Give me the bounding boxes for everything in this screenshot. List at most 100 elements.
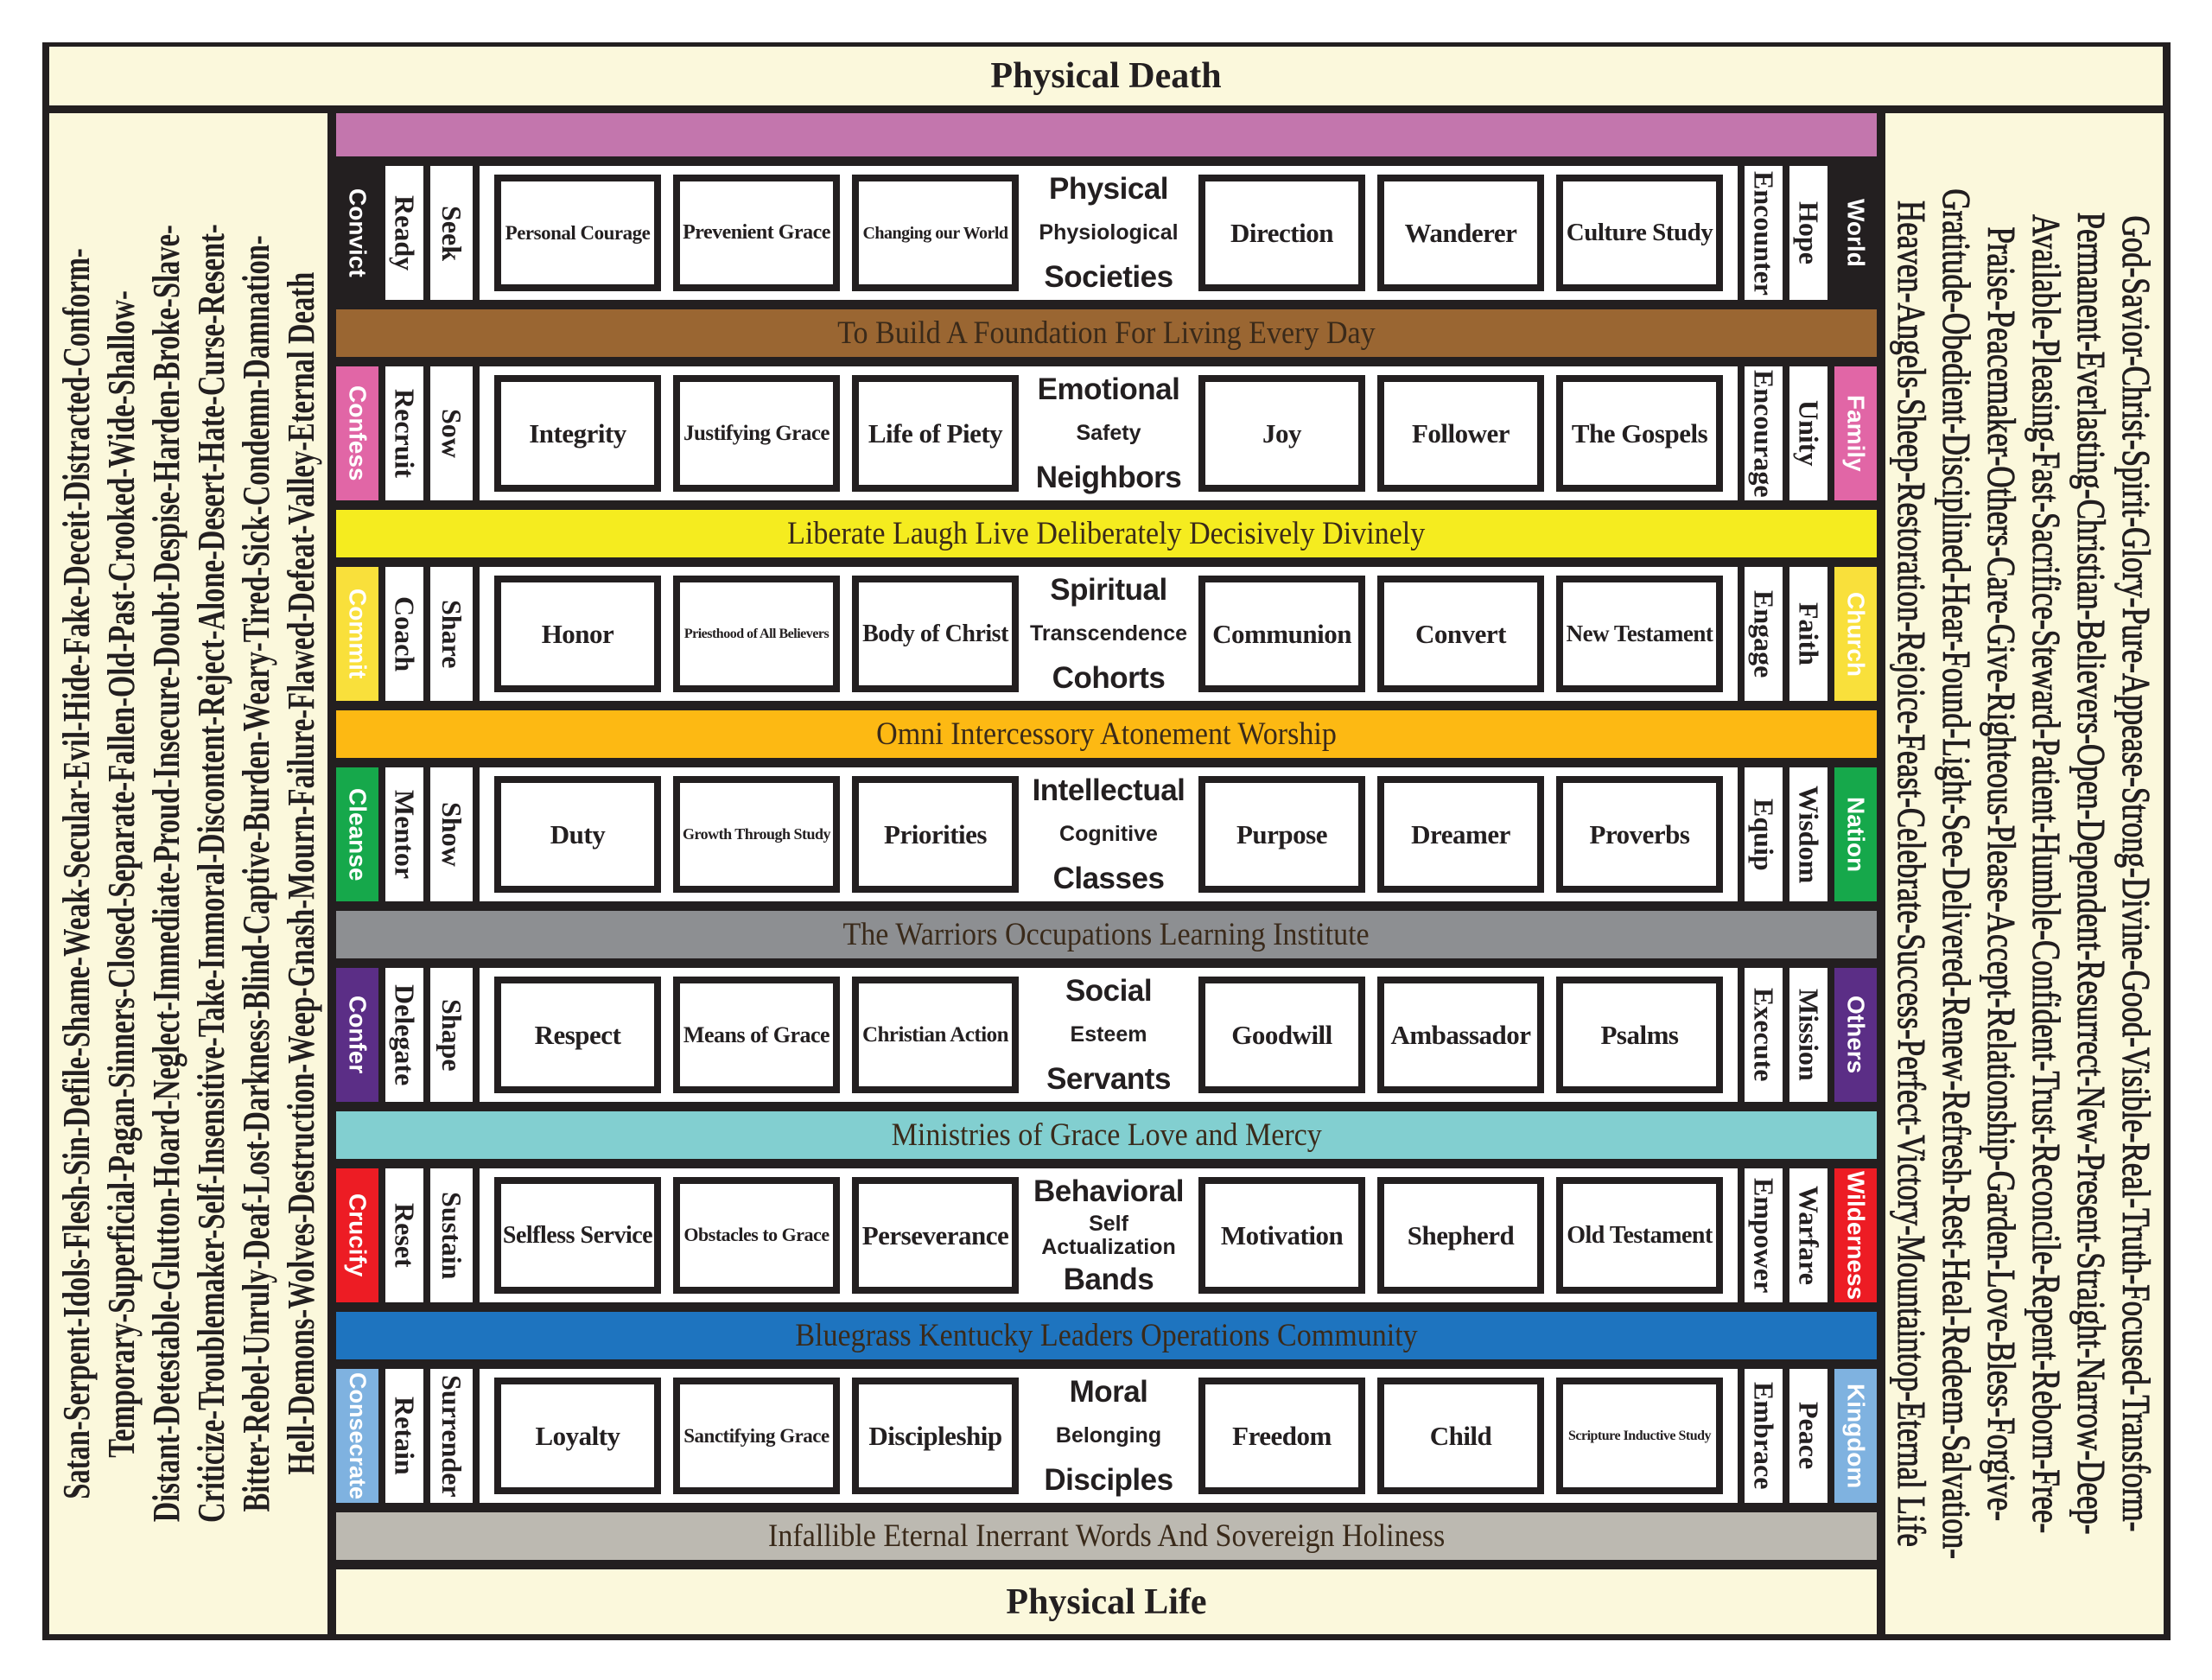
death-word-line: Satan-Serpent-Idols-Flesh-Sin-Defile-Sha… bbox=[54, 248, 98, 1499]
death-word-line: Temporary-Superficial-Pagan-Sinners-Clos… bbox=[99, 290, 143, 1458]
right-color-label: Others bbox=[1834, 968, 1877, 1102]
topic-box: Christian Action bbox=[852, 977, 1019, 1093]
left-color-label: Cleanse bbox=[336, 767, 378, 901]
category-top: Intellectual bbox=[1032, 773, 1185, 807]
life-word-line: Gratitude-Obedient-Disciplined-Hear-Foun… bbox=[1935, 188, 1980, 1559]
right-label-2: Warfare bbox=[1789, 1168, 1827, 1302]
motto-band: Infallible Eternal Inerrant Words And So… bbox=[336, 1512, 1877, 1560]
category-top: Spiritual bbox=[1050, 572, 1167, 607]
left-label-1: Coach bbox=[385, 567, 423, 701]
left-color-label: Confer bbox=[336, 968, 378, 1102]
right-label-2: Wisdom bbox=[1789, 767, 1827, 901]
category-bottom: Cohorts bbox=[1052, 660, 1166, 695]
motto-band: Liberate Laugh Live Deliberately Decisiv… bbox=[336, 510, 1877, 557]
death-word-line: Distant-Detestable-Glutton-Hoard-Neglect… bbox=[144, 225, 188, 1523]
row-category: Social Esteem Servants bbox=[1031, 970, 1186, 1100]
right-label-1: Execute bbox=[1745, 968, 1783, 1102]
topic-box: Personal Courage bbox=[494, 175, 661, 291]
left-label-1: Ready bbox=[385, 166, 423, 300]
row-category: Behavioral Self Actualization Bands bbox=[1031, 1171, 1186, 1301]
right-color-label: Wilderness bbox=[1834, 1168, 1877, 1302]
right-color-label: World bbox=[1834, 166, 1877, 300]
topic-box: Direction bbox=[1198, 175, 1365, 291]
motto-band: Bluegrass Kentucky Leaders Operations Co… bbox=[336, 1312, 1877, 1359]
topic-box: Joy bbox=[1198, 375, 1365, 492]
topic-box: Changing our World bbox=[852, 175, 1019, 291]
category-mid: Cognitive bbox=[1059, 822, 1158, 847]
left-label-1: Mentor bbox=[385, 767, 423, 901]
category-top: Social bbox=[1065, 973, 1153, 1008]
topic-box: Obstacles to Grace bbox=[673, 1177, 840, 1294]
topic-box: Priesthood of All Believers bbox=[673, 576, 840, 692]
life-word-line: God-Savior-Christ-Spirit-Glory-Pure-Appe… bbox=[2114, 215, 2159, 1532]
category-bottom: Disciples bbox=[1044, 1462, 1173, 1497]
topic-box: Purpose bbox=[1198, 776, 1365, 893]
topic-box: Communion bbox=[1198, 576, 1365, 692]
topic-box: The Gospels bbox=[1556, 375, 1723, 492]
physical-death-header: Physical Death bbox=[49, 47, 2163, 105]
row-category: Spiritual Transcendence Cohorts bbox=[1030, 570, 1187, 699]
category-top: Behavioral bbox=[1033, 1174, 1184, 1208]
row-category: Intellectual Cognitive Classes bbox=[1031, 770, 1186, 900]
topic-box: Old Testament bbox=[1556, 1177, 1723, 1294]
left-color-label: Commit bbox=[336, 567, 378, 701]
life-word-line: Heaven-Angels-Sheep-Restoration-Rejoice-… bbox=[1890, 200, 1935, 1548]
topic-box: Wanderer bbox=[1377, 175, 1544, 291]
topic-box: Follower bbox=[1377, 375, 1544, 492]
topic-box: Life of Piety bbox=[852, 375, 1019, 492]
left-label-2: Sow bbox=[430, 366, 473, 500]
category-top: Emotional bbox=[1037, 372, 1180, 406]
right-color-label: Family bbox=[1834, 366, 1877, 500]
life-word-line: Permanent-Everlasting-Christian-Believer… bbox=[2069, 213, 2114, 1536]
right-label-2: Unity bbox=[1789, 366, 1827, 500]
category-bottom: Societies bbox=[1044, 259, 1173, 294]
right-panel-life-words: God-Savior-Christ-Spirit-Glory-Pure-Appe… bbox=[1885, 113, 2164, 1634]
life-word-line: Praise-Peacemaker-Others-Care-Give-Right… bbox=[1980, 226, 2024, 1521]
category-mid: Physiological bbox=[1039, 220, 1179, 245]
topic-box: Priorities bbox=[852, 776, 1019, 893]
topic-box: Body of Christ bbox=[852, 576, 1019, 692]
category-bottom: Bands bbox=[1063, 1262, 1154, 1296]
left-color-label: Confess bbox=[336, 366, 378, 500]
right-label-2: Peace bbox=[1789, 1369, 1827, 1503]
right-color-label: Kingdom bbox=[1834, 1369, 1877, 1503]
left-label-1: Delegate bbox=[385, 968, 423, 1102]
death-word-line: Hell-Demons-Wolves-Destruction-Weep-Gnas… bbox=[279, 272, 322, 1475]
topic-box: Psalms bbox=[1556, 977, 1723, 1093]
right-label-1: Empower bbox=[1745, 1168, 1783, 1302]
motto-band: Ministries of Grace Love and Mercy bbox=[336, 1111, 1877, 1159]
topic-box: Sanctifying Grace bbox=[673, 1378, 840, 1494]
category-bottom: Classes bbox=[1052, 861, 1165, 895]
motto-band: The Warriors Occupations Learning Instit… bbox=[336, 911, 1877, 958]
topic-box: Loyalty bbox=[494, 1378, 661, 1494]
topic-box: Ambassador bbox=[1377, 977, 1544, 1093]
left-label-1: Recruit bbox=[385, 366, 423, 500]
right-color-label: Church bbox=[1834, 567, 1877, 701]
left-label-2: Seek bbox=[430, 166, 473, 300]
row-category: Emotional Safety Neighbors bbox=[1031, 369, 1186, 499]
topic-box: Dreamer bbox=[1377, 776, 1544, 893]
topic-box: New Testament bbox=[1556, 576, 1723, 692]
topic-box: Convert bbox=[1377, 576, 1544, 692]
category-top: Moral bbox=[1069, 1374, 1148, 1409]
motto-band: Omni Intercessory Atonement Worship bbox=[336, 710, 1877, 758]
topic-box: Perseverance bbox=[852, 1177, 1019, 1294]
top-band bbox=[336, 113, 1877, 156]
topic-box: Culture Study bbox=[1556, 175, 1723, 291]
row-category: Physical Physiological Societies bbox=[1031, 169, 1186, 298]
right-label-2: Faith bbox=[1789, 567, 1827, 701]
topic-box: Discipleship bbox=[852, 1378, 1019, 1494]
topic-box: Scripture Inductive Study bbox=[1556, 1378, 1723, 1494]
